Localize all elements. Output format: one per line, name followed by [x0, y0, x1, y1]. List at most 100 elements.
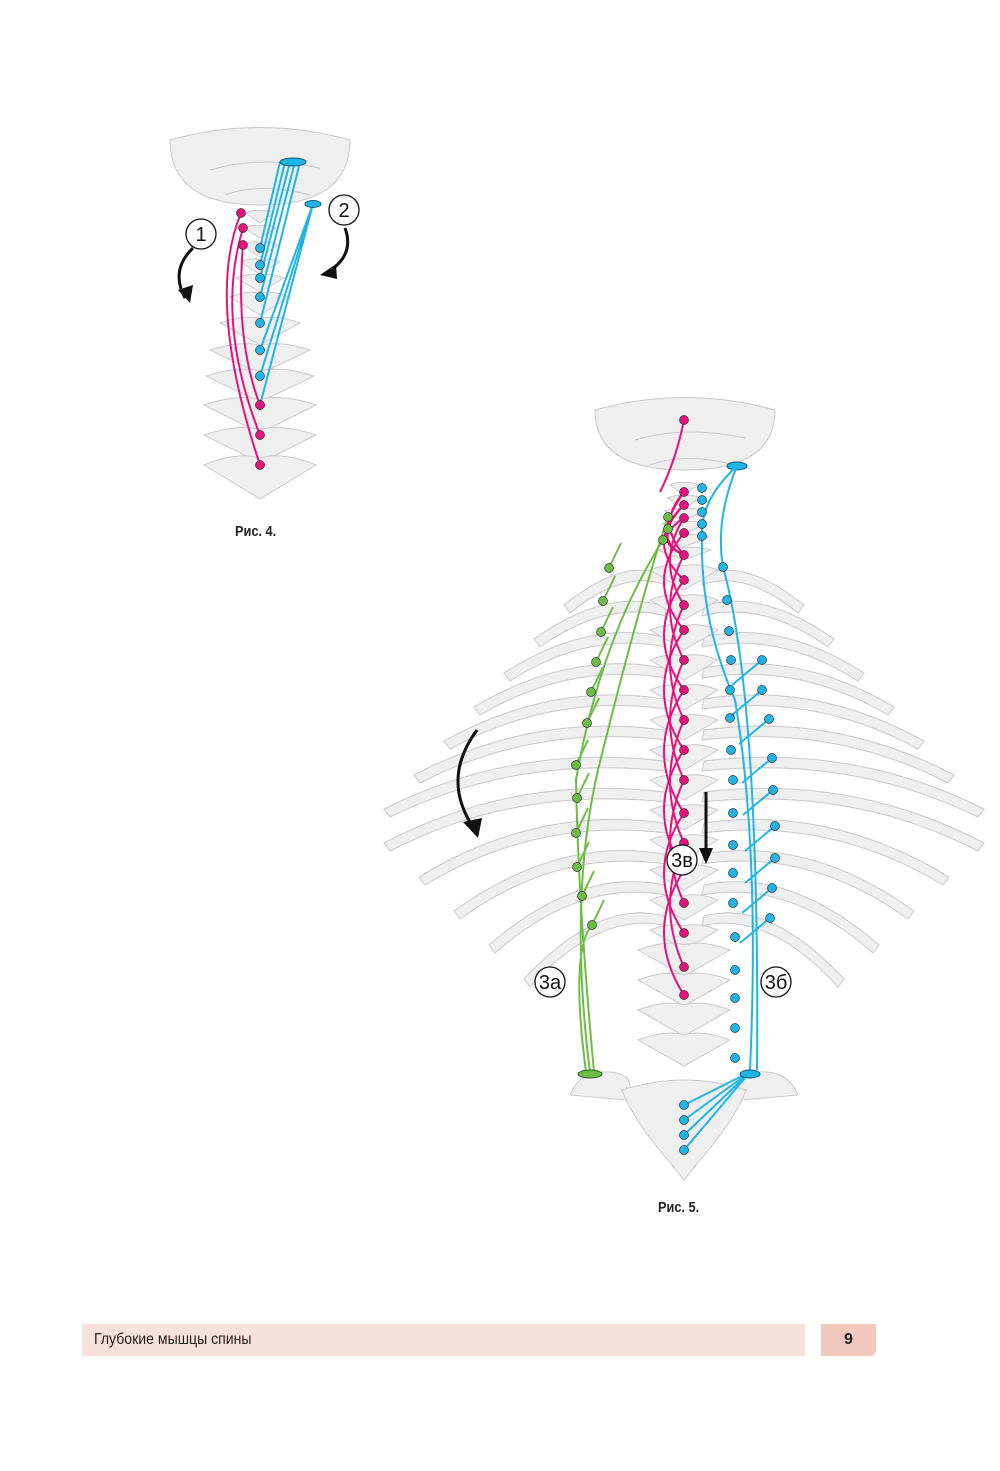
- label-3b-circle: [760, 966, 792, 998]
- magenta-insertion-dot: [679, 928, 689, 938]
- vertebra: [204, 368, 316, 403]
- cyan-insertion-dot: [768, 785, 778, 795]
- cyan-insertion-dot: [728, 808, 738, 818]
- cyan-insertion-dot: [725, 713, 735, 723]
- magenta-insertion-dot: [679, 715, 689, 725]
- magenta-insertion-dot: [679, 500, 689, 510]
- magenta-insertion-dot: [679, 415, 689, 425]
- rib-right: [701, 569, 805, 614]
- magenta-muscle-fiber: [240, 244, 261, 406]
- cyan-muscle-fiber: [259, 161, 281, 249]
- vertebra: [202, 397, 318, 434]
- cyan-insertion-dot: [757, 655, 767, 665]
- vertebra: [228, 291, 292, 316]
- figure-4-illustration: 12: [169, 127, 360, 500]
- cyan-muscle-fiber: [719, 465, 759, 1071]
- skull-line: [224, 188, 311, 196]
- green-insertion-dot: [572, 862, 582, 872]
- green-insertion-dot: [663, 512, 673, 522]
- cyan-insertion-dot: [728, 840, 738, 850]
- magenta-insertion-dot: [679, 898, 689, 908]
- green-insertion-dot: [596, 627, 606, 637]
- cyan-muscle-fiber: [259, 161, 296, 298]
- cyan-insertion-dot: [255, 318, 265, 328]
- green-insertion-dot: [571, 760, 581, 770]
- magenta-muscle-fiber: [669, 604, 685, 721]
- green-attachment: [577, 1069, 603, 1079]
- green-insertion-dot: [577, 891, 587, 901]
- rib-right: [701, 632, 865, 682]
- magenta-muscle-fiber: [663, 629, 685, 751]
- magenta-insertion-dot: [679, 513, 689, 523]
- cyan-muscle-fiber: [742, 789, 774, 816]
- magenta-insertion-dot: [236, 208, 246, 218]
- cyan-muscle-fiber: [744, 857, 776, 884]
- magenta-muscle-fiber: [669, 554, 685, 661]
- cyan-muscle-fiber: [259, 161, 301, 324]
- figure-5-caption: Рис. 5.: [658, 1199, 700, 1216]
- magenta-insertion-dot: [679, 600, 689, 610]
- green-insertion-dot: [571, 828, 581, 838]
- cyan-insertion-dot: [722, 595, 732, 605]
- cyan-insertion-dot: [724, 626, 734, 636]
- page-number: 9: [844, 1331, 853, 1348]
- rib-right: [701, 694, 925, 750]
- arrow-head: [699, 848, 713, 864]
- cyan-insertion-dot: [697, 519, 707, 529]
- green-insertion-dot: [587, 920, 597, 930]
- rib-left: [383, 756, 667, 818]
- skull-line: [209, 161, 321, 171]
- magenta-insertion-dot: [679, 808, 689, 818]
- vertebra: [202, 455, 318, 500]
- cyan-muscle-fiber: [700, 465, 754, 1071]
- footer-section-bar: Глубокие мышцы спины: [82, 1324, 805, 1356]
- cyan-insertion-dot: [757, 685, 767, 695]
- skull-base: [594, 397, 776, 471]
- label-3v: 3в: [671, 850, 693, 872]
- cyan-insertion-dot: [767, 883, 777, 893]
- cyan-muscle-fiber: [259, 161, 291, 279]
- cyan-attachment: [739, 1069, 761, 1079]
- green-muscle-fiber: [578, 924, 593, 1073]
- cyan-insertion-dot: [679, 1130, 689, 1140]
- cyan-insertion-dot: [728, 775, 738, 785]
- rib-left: [383, 787, 667, 852]
- cyan-insertion-dot: [730, 1053, 740, 1063]
- magenta-insertion-dot: [679, 625, 689, 635]
- cyan-muscle-fiber: [738, 718, 770, 745]
- cyan-insertion-dot: [679, 1145, 689, 1155]
- cyan-muscle-fiber: [741, 757, 773, 784]
- rib-left: [413, 725, 667, 784]
- label-3a: 3а: [539, 972, 562, 994]
- cyan-muscle-fiber: [744, 825, 776, 852]
- magenta-insertion-dot: [679, 487, 689, 497]
- green-insertion-dot: [663, 524, 673, 534]
- magenta-insertion-dot: [238, 223, 248, 233]
- cyan-muscle-fiber: [683, 1071, 751, 1136]
- cyan-insertion-dot: [255, 371, 265, 381]
- green-insertion-dot: [572, 793, 582, 803]
- label-3a-circle: [534, 966, 566, 998]
- sacrum: [621, 1079, 747, 1181]
- rib-right: [701, 818, 950, 886]
- vertebra: [636, 1032, 732, 1067]
- label-3b: 3б: [765, 972, 788, 994]
- magenta-insertion-dot: [679, 528, 689, 538]
- rib-left: [453, 850, 667, 920]
- cyan-insertion-dot: [725, 685, 735, 695]
- cyan-insertion-dot: [697, 483, 707, 493]
- rib-left: [533, 600, 667, 648]
- vertebra: [218, 316, 302, 346]
- cyan-attachment: [279, 157, 307, 167]
- label-3v-circle: [666, 844, 698, 876]
- magenta-insertion-dot: [679, 745, 689, 755]
- arrow-head: [463, 818, 482, 838]
- cyan-insertion-dot: [730, 1023, 740, 1033]
- vertebra: [208, 343, 312, 375]
- label-2-circle: [328, 194, 360, 226]
- rib-left: [418, 818, 667, 886]
- rib-left: [473, 663, 667, 716]
- cyan-insertion-dot: [697, 507, 707, 517]
- rib-right: [701, 787, 985, 852]
- skull-line: [649, 458, 736, 466]
